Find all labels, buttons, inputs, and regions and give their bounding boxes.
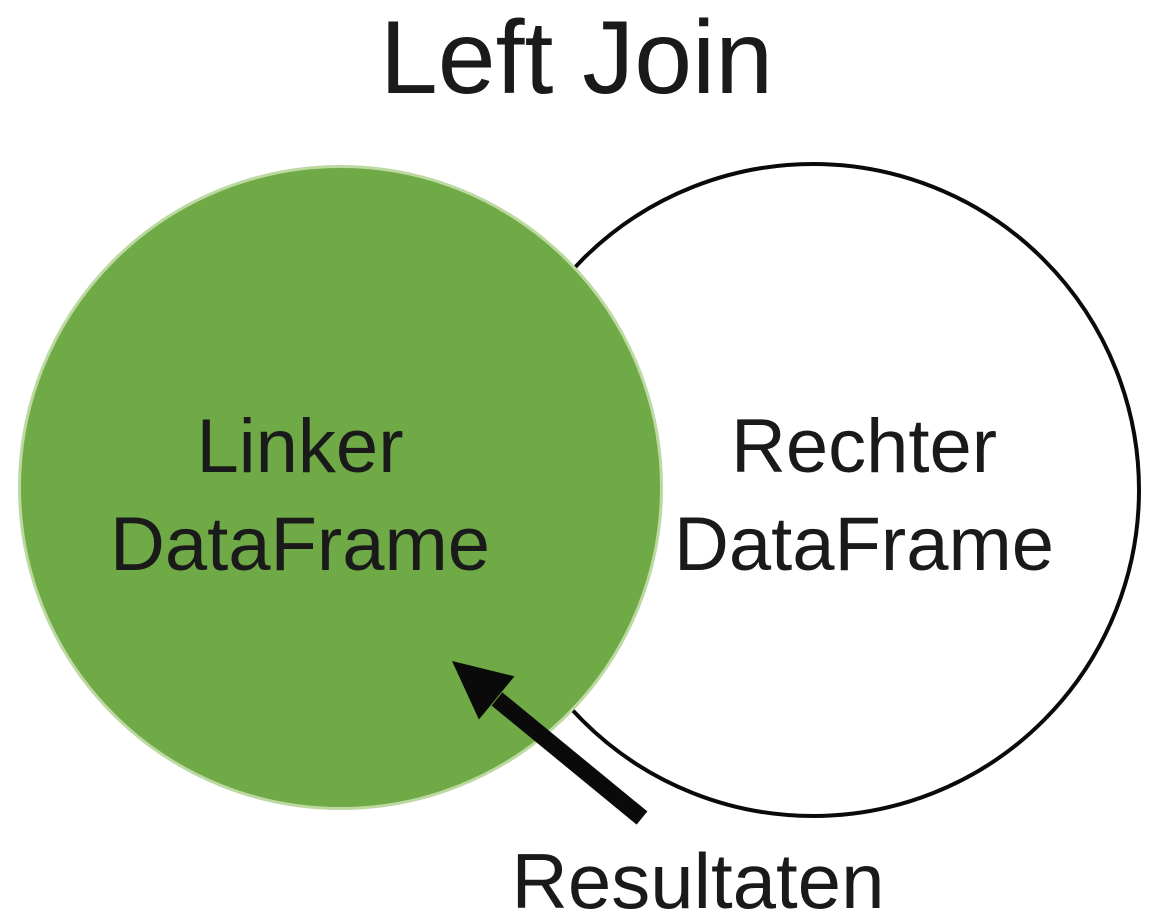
left-dataframe-label: Linker DataFrame — [90, 398, 510, 594]
right-dataframe-label-line2: DataFrame — [673, 502, 1055, 588]
page-title: Left Join — [379, 0, 774, 116]
right-dataframe-label: Rechter DataFrame — [644, 398, 1084, 594]
resultaten-label: Resultaten — [511, 837, 885, 912]
left-dataframe-label-line1: Linker — [196, 404, 404, 489]
right-dataframe-label-line1: Rechter — [730, 404, 998, 489]
left-dataframe-label-line2: DataFrame — [109, 502, 491, 588]
